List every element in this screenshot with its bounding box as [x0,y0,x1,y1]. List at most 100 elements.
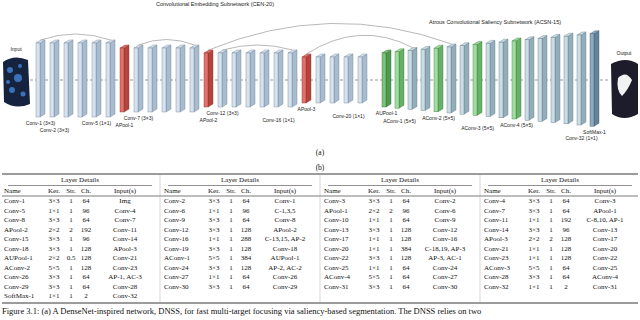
table-cell: AP-1, AC-3 [94,273,156,283]
slab-front [148,48,152,112]
table-cell: 64 [558,197,574,207]
table-cell: 1 [544,226,558,236]
table-cell: SoftMax-1 [4,292,44,302]
column-header: Input(s) [254,187,316,197]
table-cell: 64 [398,273,414,283]
table-cell: 64 [398,197,414,207]
table-cell: 288 [238,235,254,245]
table-cell: Conv-24 [164,264,204,274]
table-cell: C-18,19, AP-3 [414,245,476,255]
slab-side [264,50,269,107]
table-cell: AP-3, AC-1 [414,254,476,264]
table-cell: 64 [558,264,574,274]
table-cell: 96 [78,207,94,217]
slab-side [581,32,586,125]
table-cell: 1 [224,197,238,207]
table-cell: Conv-21 [484,245,524,255]
slab-side [516,38,521,119]
layer-slab [148,45,157,112]
layer-slab [486,40,495,116]
table-cell: Conv-19 [164,245,204,255]
table-cell: C-13,15, AP-2 [254,235,316,245]
slab-top [538,36,547,39]
table-cell: 2×2 [44,254,64,264]
layer-caption: SoftMax-1 [583,129,606,135]
slab-side [362,54,367,103]
column-header: Ker. [524,187,544,197]
table-cell: 1×1 [524,245,544,255]
layer-slab [358,54,367,103]
top-rule [2,174,638,175]
table-cell: 64 [558,207,574,217]
slab-side [438,45,443,112]
table-cell: 384 [238,254,254,264]
table-cell: Conv-17 [324,235,364,245]
input-image [3,57,30,106]
input-target [18,64,22,68]
table-cell: 1 [64,197,78,207]
slab-side [555,34,560,122]
layer-slab [36,40,45,117]
slab-front [246,53,250,107]
table-cell: Conv-21 [94,254,156,264]
table-cell: Conv-30 [164,283,204,293]
slab-side [40,40,45,117]
layer-slab [382,50,391,107]
slab-side [110,40,115,117]
layer-caption: APool-1 [116,122,134,128]
column-header: Name [164,187,204,197]
group-rule [328,185,472,186]
table-cell: Conv-9 [164,216,204,226]
column-header: Input(s) [94,187,156,197]
table-cell: 1 [384,273,398,283]
table-cell: Conv-32 [94,292,156,302]
slab-front [382,53,386,107]
group-rule [168,185,312,186]
layer-slab [274,50,283,107]
table-cell: 64 [238,216,254,226]
table-cell: 1 [384,264,398,274]
slab-top [590,31,599,34]
column-header: Ker. [204,187,224,197]
layer-slab [50,40,59,117]
slab-top [408,48,417,51]
table-cell: 128 [78,245,94,255]
slab-front [106,43,110,117]
slab-top [120,45,129,48]
slab-top [344,54,353,57]
column-header: Input(s) [414,187,476,197]
table-cell: Conv-4 [484,197,524,207]
layer-slab [134,45,143,112]
slab-top [564,33,573,36]
layer-slab [590,31,599,126]
table-cell: 64 [238,283,254,293]
table-cell: 2×2 [44,226,64,236]
skip-connection [41,34,111,40]
slab-side [96,40,101,117]
column-header: Str. [224,187,238,197]
layer-slab [316,54,325,103]
slab-side [386,50,391,107]
layer-slab [288,50,297,107]
table-cell: 1 [64,292,78,302]
column-header: Ch. [558,187,574,197]
column-header: Ker. [44,187,64,197]
slab-top [274,50,283,53]
table-cell: APool-1 [574,207,636,217]
table-cell: 3×3 [364,226,384,236]
layer-slab [538,36,547,122]
slab-side [152,45,157,112]
table-cell: 64 [78,273,94,283]
table-cell: APool-2 [4,226,44,236]
column-header: Ch. [398,187,414,197]
slab-top [395,49,404,52]
table-cell: 2 [78,292,94,302]
table-cell: 5×5 [204,254,224,264]
table-cell: 3×3 [44,235,64,245]
table-cell: 3×3 [44,197,64,207]
slab-front [486,43,490,116]
table-cell: 3×3 [204,197,224,207]
layer-caption: Conv-32 (1×1) [565,135,597,141]
layer-slab [246,50,255,107]
table-cell: Conv-9 [414,216,476,226]
